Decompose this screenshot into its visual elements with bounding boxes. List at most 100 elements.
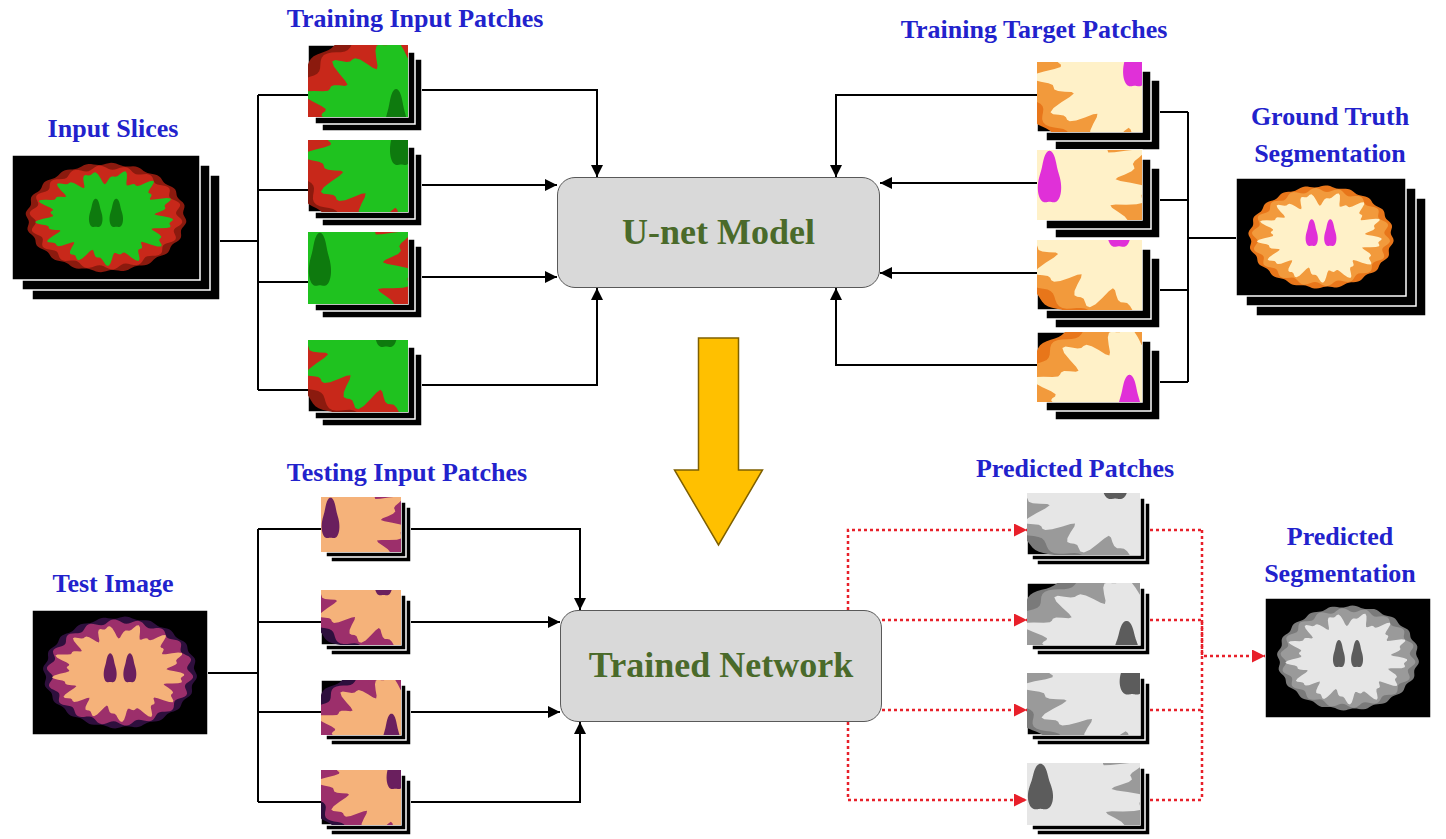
brain-cortex (321, 680, 401, 735)
brain-image (1248, 185, 1393, 288)
brain-image (321, 590, 401, 645)
brain-ventricle (390, 140, 408, 165)
brain-image (1027, 493, 1140, 555)
brain-image (1277, 606, 1419, 711)
brain-ventricle (1038, 151, 1061, 202)
brain-white-matter (1285, 614, 1407, 705)
image-heading: Testing Input Patches (287, 455, 527, 491)
branch-line (880, 182, 1037, 184)
brain-grey-matter (308, 232, 408, 304)
image-stack (872, 706, 1171, 839)
brain-grey-matter (321, 680, 401, 735)
slice-front (1236, 178, 1406, 296)
dotted-branch (1201, 530, 1204, 800)
brain-white-matter (308, 340, 408, 412)
patch-group: Testing Input Patches (321, 497, 411, 835)
image-heading: Ground Truth Segmentation (1225, 99, 1435, 172)
connector-line (411, 621, 560, 623)
branch-line (1160, 111, 1188, 113)
connector-line (422, 184, 557, 186)
brain-image (1027, 583, 1140, 645)
brain-ventricle (1333, 640, 1345, 667)
brain-ventricle (1306, 219, 1318, 246)
image-stack (32, 610, 208, 735)
connector-line (1160, 238, 1236, 290)
branch-line (422, 288, 597, 385)
brain-ventricle (1028, 764, 1053, 810)
brain-image (43, 617, 197, 729)
brain-cortex (321, 590, 401, 645)
brain-cortex (1027, 493, 1140, 555)
image-node: Test Image (32, 610, 208, 735)
branch-line (411, 529, 580, 610)
brain-image (1037, 150, 1142, 220)
dotted-branch (882, 709, 1027, 712)
brain-ventricle (104, 653, 117, 682)
dotted-arrow (1150, 620, 1265, 656)
brain-grey-matter (1027, 493, 1140, 555)
image-stack (1265, 598, 1431, 718)
brain-ventricle (1324, 219, 1336, 246)
branch-line (258, 801, 321, 803)
branch-line (422, 90, 597, 177)
branch-line (258, 528, 321, 530)
brain-cortex (1037, 62, 1142, 132)
branch-line (258, 281, 308, 283)
brain-cortex (1037, 150, 1142, 220)
image-heading: Training Target Patches (901, 12, 1168, 48)
brain-cortex (43, 617, 197, 729)
brain-white-matter (1027, 583, 1140, 645)
brain-image (308, 340, 408, 412)
dotted-branch (848, 722, 1027, 800)
brain-grey-matter (1037, 240, 1142, 310)
brain-white-matter (1027, 673, 1140, 735)
image-stack (998, 130, 1276, 329)
brain-grey-matter (30, 166, 182, 270)
branch-line (422, 276, 557, 278)
brain-cortex (1027, 763, 1140, 825)
brain-white-matter (321, 497, 401, 552)
brain-cortex (308, 232, 408, 304)
brain-white-matter (321, 770, 401, 825)
brain-ventricle (110, 199, 123, 227)
brain-cortex (308, 140, 408, 212)
brain-grey-matter (321, 770, 401, 825)
brain-ventricle (383, 714, 401, 735)
brain-grey-matter (308, 340, 408, 412)
brain-white-matter (308, 140, 408, 212)
brain-white-matter (1037, 62, 1142, 132)
brain-ventricle (322, 498, 340, 538)
branch-line (411, 722, 580, 802)
brain-ventricle (1107, 240, 1130, 247)
brain-image (1027, 673, 1140, 735)
brain-grey-matter (321, 590, 401, 645)
brain-grey-matter (1037, 150, 1142, 220)
image-heading: Predicted Segmentation (1235, 519, 1445, 592)
brain-grey-matter (1037, 332, 1142, 402)
brain-image (26, 163, 187, 272)
brain-white-matter (1027, 763, 1140, 825)
brain-cortex (308, 340, 408, 412)
brain-ventricle (1123, 62, 1142, 86)
brain-ventricle (375, 340, 397, 347)
image-heading: Input Slices (48, 111, 179, 147)
branch-line (836, 95, 1037, 177)
patch-group: Predicted Patches (1027, 493, 1150, 835)
branch-line (836, 288, 1037, 365)
image-stack: Ground Truth Segmentation (1236, 178, 1426, 316)
brain-image (308, 45, 408, 117)
image-heading: Training Input Patches (287, 1, 544, 37)
brain-image (308, 232, 408, 304)
branch-line (1160, 381, 1188, 383)
box-label: U-net Model (622, 211, 815, 254)
dotted-arrow (882, 619, 1027, 622)
brain-white-matter (52, 625, 184, 722)
branch-lines (258, 90, 1202, 802)
brain-image (308, 140, 408, 212)
slice-front (1265, 598, 1431, 718)
brain-ventricle (375, 590, 393, 595)
brain-grey-matter (1281, 608, 1416, 708)
image-stack (985, 395, 1284, 572)
brain-image (321, 680, 401, 735)
